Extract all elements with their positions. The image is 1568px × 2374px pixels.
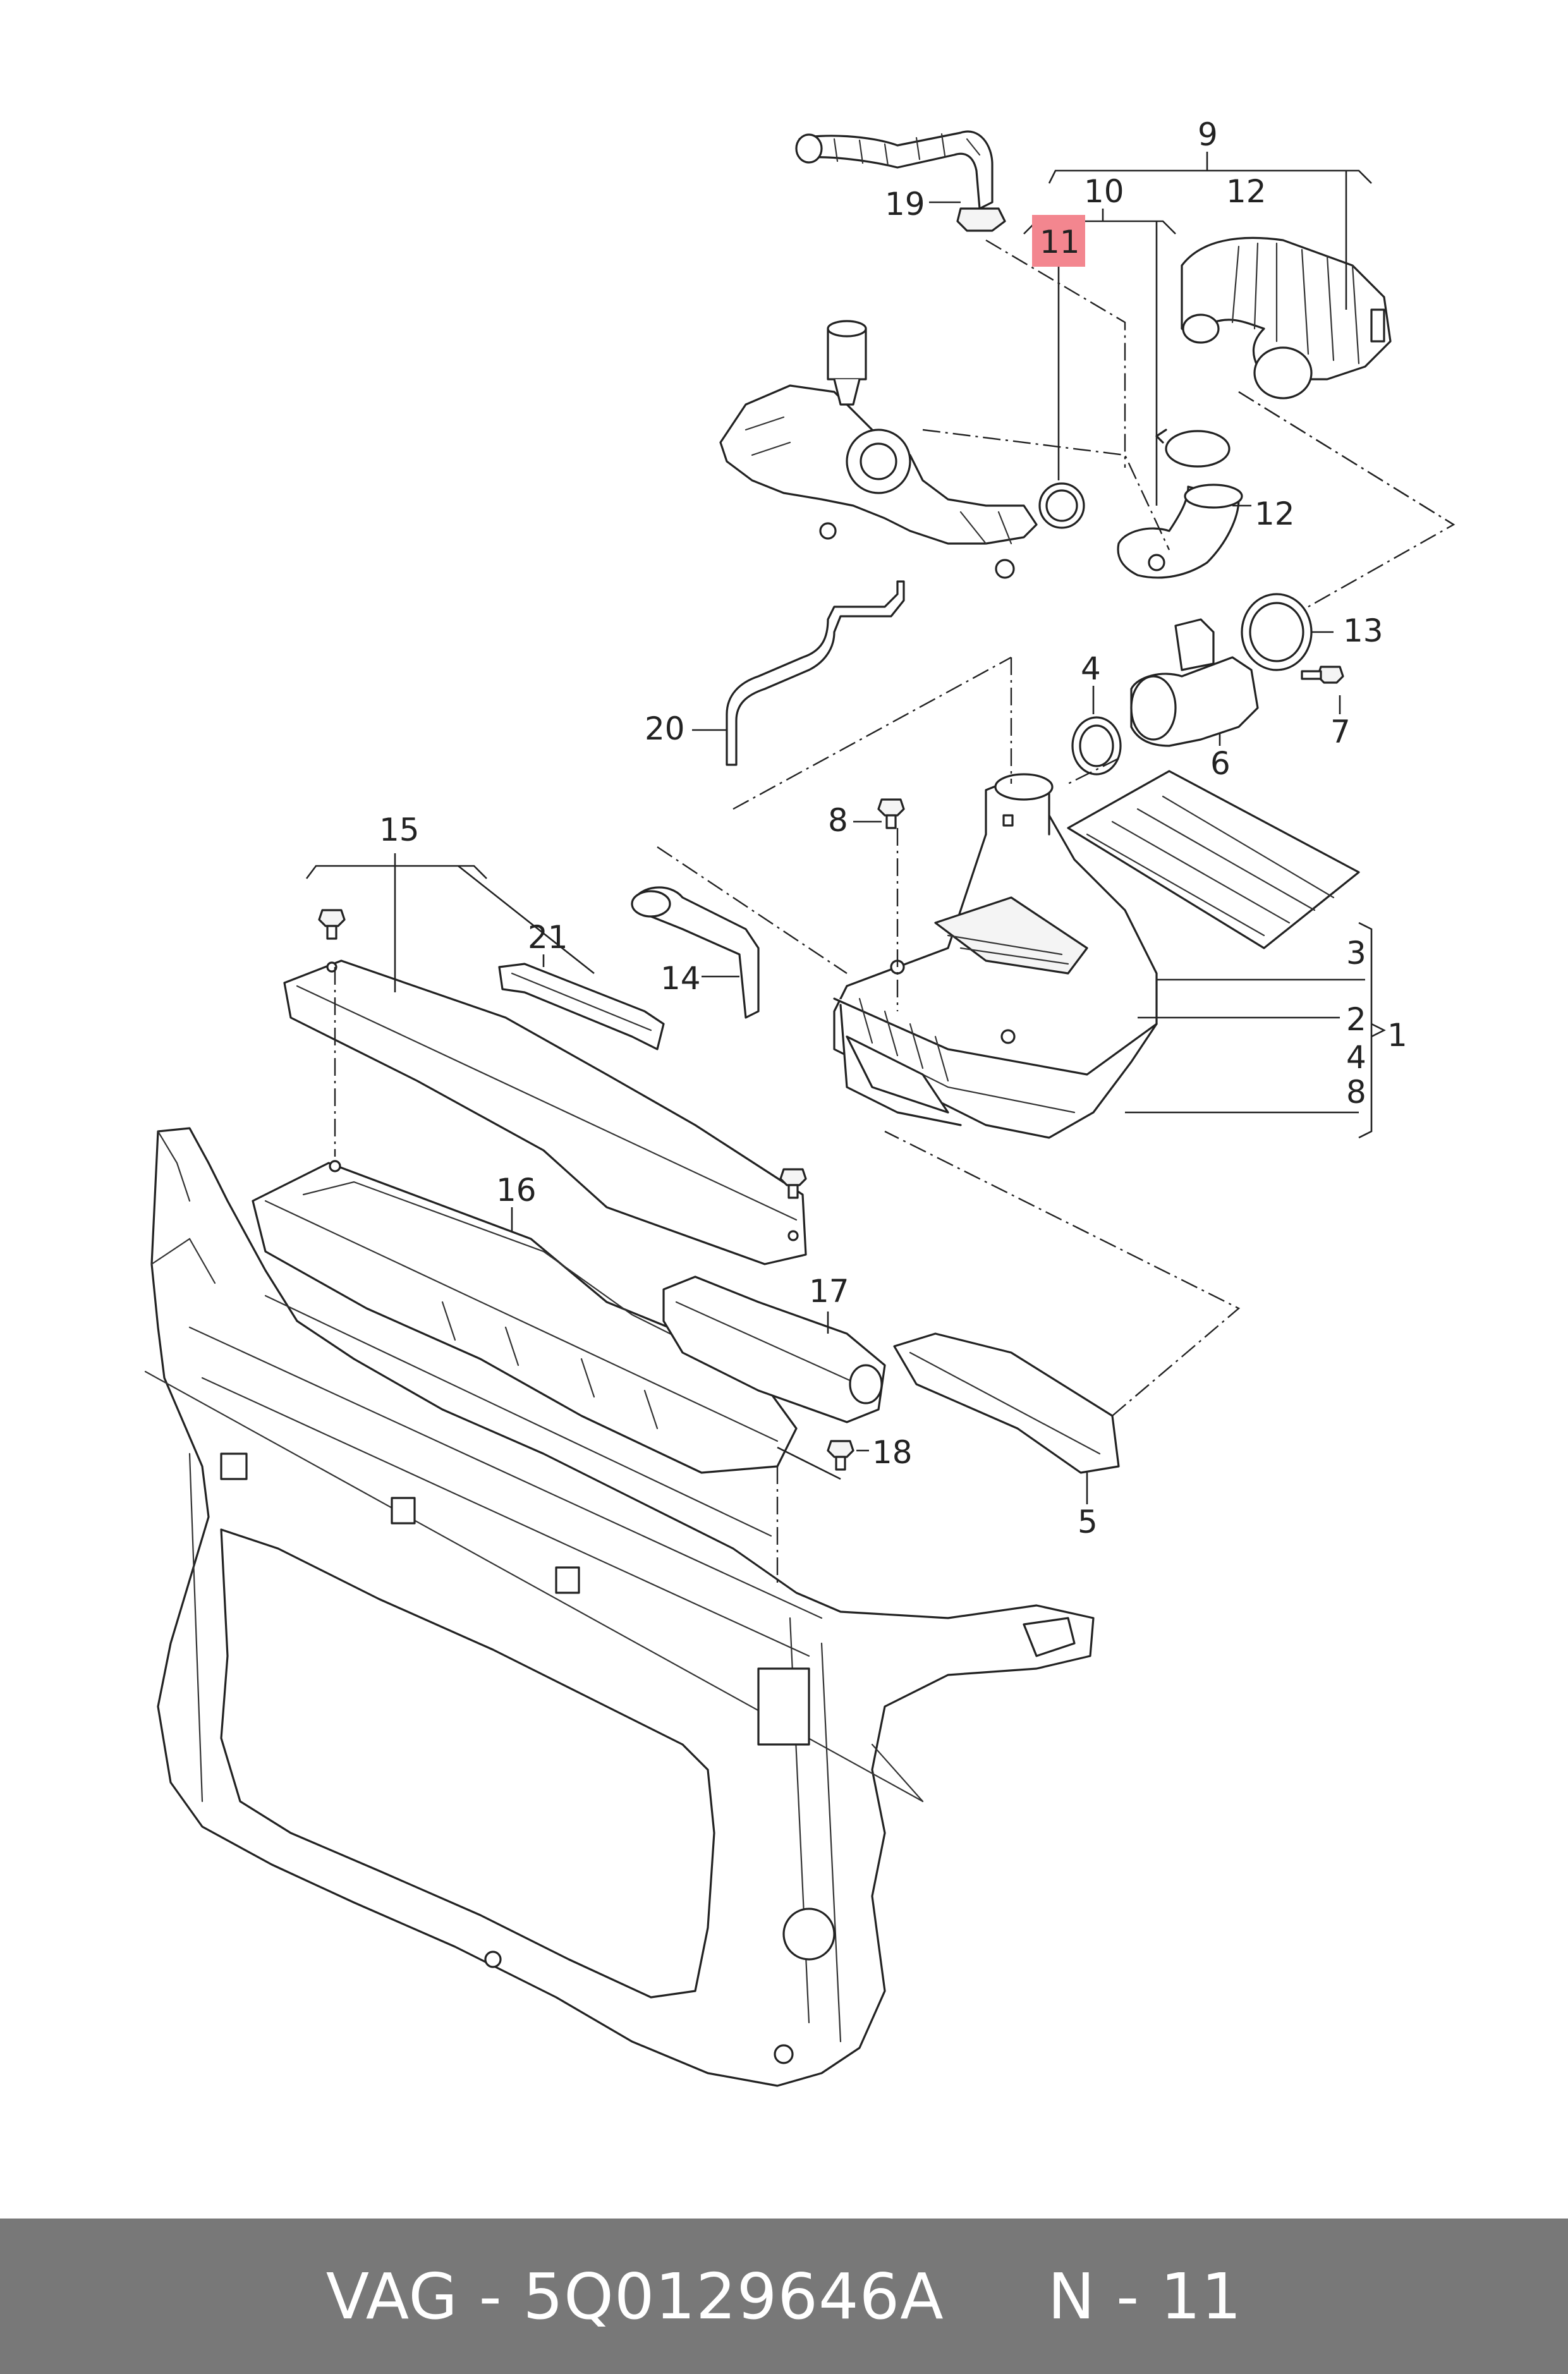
radiator-support-frame [144, 1127, 1095, 2087]
turbocharger [719, 320, 1038, 579]
callout-11: 11 [1040, 224, 1080, 260]
callout-8-right: 8 [1346, 1074, 1366, 1111]
bolt-7 [1301, 666, 1344, 684]
callout-1: 1 [1387, 1017, 1407, 1054]
leader-lines [305, 152, 1386, 1504]
callout-10: 10 [1084, 173, 1124, 210]
callout-19: 19 [885, 186, 925, 222]
o-ring-11 [1038, 482, 1085, 529]
hose-14 [631, 886, 760, 1019]
callout-2: 2 [1346, 1001, 1366, 1038]
bolt-18 [827, 1440, 854, 1471]
bolt-8 [877, 798, 905, 829]
callout-3: 3 [1346, 935, 1366, 971]
callout-8-top: 8 [828, 802, 848, 839]
callout-5: 5 [1078, 1504, 1098, 1540]
clamp-12 [1155, 429, 1231, 468]
elbow-hose-10 [1117, 484, 1243, 579]
intake-duct-17 [662, 1275, 886, 1423]
bolt-15-top [318, 909, 346, 940]
callout-labels: 9 10 12 11 19 12 13 4 7 6 20 8 15 21 14 … [379, 116, 1407, 1540]
parts-diagram: 9 10 12 11 19 12 13 4 7 6 20 8 15 21 14 … [144, 116, 1456, 2087]
callout-18: 18 [872, 1434, 913, 1471]
callout-4-top: 4 [1081, 650, 1101, 687]
callout-9: 9 [1198, 116, 1218, 153]
part-number-caption: VAG - 5Q0129646A N - 11 [325, 2259, 1243, 2334]
alignment-lines [334, 239, 1456, 1586]
callout-13: 13 [1343, 612, 1383, 649]
callout-14: 14 [660, 960, 701, 997]
hose-19 [795, 130, 1006, 232]
clamp-13 [1241, 593, 1313, 671]
callout-7: 7 [1330, 714, 1351, 750]
callout-16: 16 [496, 1172, 537, 1208]
duct-5 [893, 1332, 1120, 1474]
bolt-15-bottom [779, 1168, 807, 1199]
highlight-box-11 [1032, 215, 1085, 267]
hose-20 [726, 580, 905, 766]
o-ring-4 [1071, 716, 1122, 776]
callout-6: 6 [1210, 745, 1231, 782]
bracket-21 [498, 963, 665, 1050]
callout-17: 17 [809, 1273, 849, 1310]
cover-15 [283, 959, 807, 1265]
callout-15: 15 [379, 812, 420, 848]
callout-12-top: 12 [1226, 173, 1267, 210]
callout-12-bottom: 12 [1255, 496, 1295, 532]
air-filter-housing [833, 773, 1158, 1139]
callout-21: 21 [528, 919, 568, 956]
maf-sensor-6 [1130, 618, 1259, 747]
callout-20: 20 [645, 710, 685, 747]
filter-element-3 [1067, 770, 1360, 949]
callout-4-right: 4 [1346, 1039, 1366, 1076]
air-duct-16 [252, 1160, 798, 1474]
intake-hose-12 [1181, 236, 1392, 399]
footer-bar: VAG - 5Q0129646A N - 11 [0, 2219, 1568, 2374]
